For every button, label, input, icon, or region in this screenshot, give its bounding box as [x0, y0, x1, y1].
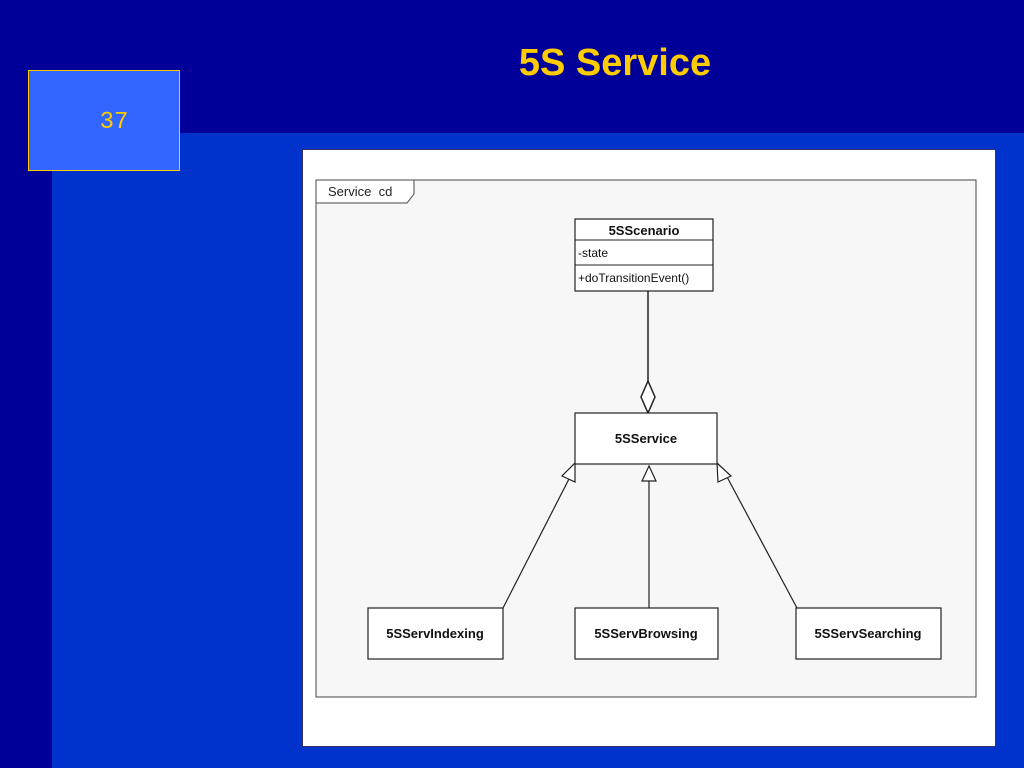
- class-scenario-attribute: -state: [578, 246, 608, 260]
- frame-tab: [315, 179, 415, 204]
- class-scenario-name: 5SScenario: [609, 223, 680, 238]
- class-indexing: 5SServIndexing: [367, 607, 504, 660]
- class-browsing: 5SServBrowsing: [574, 607, 719, 660]
- class-scenario: 5SScenario -state +doTransitionEvent(): [574, 218, 714, 292]
- class-searching-name: 5SServSearching: [815, 626, 922, 641]
- generalization-line-searching: [725, 474, 798, 609]
- generalization-arrow-searching: [716, 461, 733, 483]
- diagram-panel: Service cd 5SScenario -state +doTransiti…: [302, 149, 996, 747]
- class-service-name: 5SService: [615, 431, 677, 446]
- class-service: 5SService: [574, 412, 718, 465]
- generalization-arrow-indexing: [560, 461, 576, 483]
- class-browsing-name: 5SServBrowsing: [594, 626, 697, 641]
- slide-number: 37: [99, 109, 129, 136]
- frame-label: Service cd: [328, 184, 392, 199]
- class-searching: 5SServSearching: [795, 607, 942, 660]
- slide-number-box: 37: [28, 70, 180, 171]
- class-indexing-name: 5SServIndexing: [386, 626, 484, 641]
- slide-title: 5S Service: [518, 42, 712, 84]
- uml-class-diagram: Service cd 5SScenario -state +doTransiti…: [315, 179, 977, 698]
- class-scenario-operation: +doTransitionEvent(): [578, 271, 689, 285]
- generalization-arrow-browsing: [641, 464, 657, 482]
- generalization-line-indexing: [502, 474, 572, 609]
